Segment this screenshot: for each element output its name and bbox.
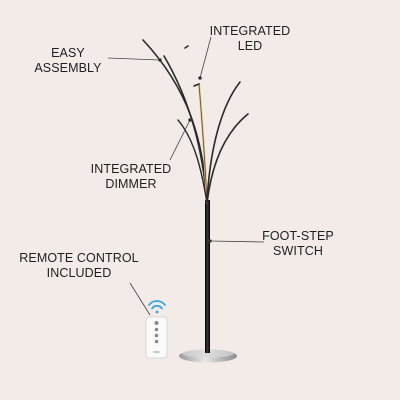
callout-integrated-dimmer: INTEGRATED DIMMER: [88, 162, 174, 192]
callout-line: INCLUDED: [46, 266, 112, 280]
callout-integrated-led: INTEGRATED LED: [202, 24, 298, 54]
callout-remote-control: REMOTE CONTROL INCLUDED: [14, 251, 144, 281]
callout-foot-step-switch: FOOT-STEP SWITCH: [262, 229, 334, 259]
callout-line: INTEGRATED: [209, 24, 291, 38]
lamp-arms: [142, 39, 249, 205]
callout-easy-assembly: EASY ASSEMBLY: [30, 46, 106, 76]
callout-line: ASSEMBLY: [34, 61, 102, 75]
callout-line: INTEGRATED: [90, 162, 172, 176]
callout-line: LED: [237, 39, 263, 53]
lamp-pole: [205, 200, 210, 353]
callout-line: REMOTE CONTROL: [19, 251, 139, 265]
callout-line: EASY: [51, 46, 85, 60]
wifi-signal-icon: [148, 300, 166, 314]
callout-line: SWITCH: [273, 244, 323, 258]
callout-line: FOOT-STEP: [262, 229, 334, 243]
callout-lines: [107, 36, 265, 316]
remote-control-icon: [145, 316, 168, 359]
callout-line: DIMMER: [105, 177, 157, 191]
